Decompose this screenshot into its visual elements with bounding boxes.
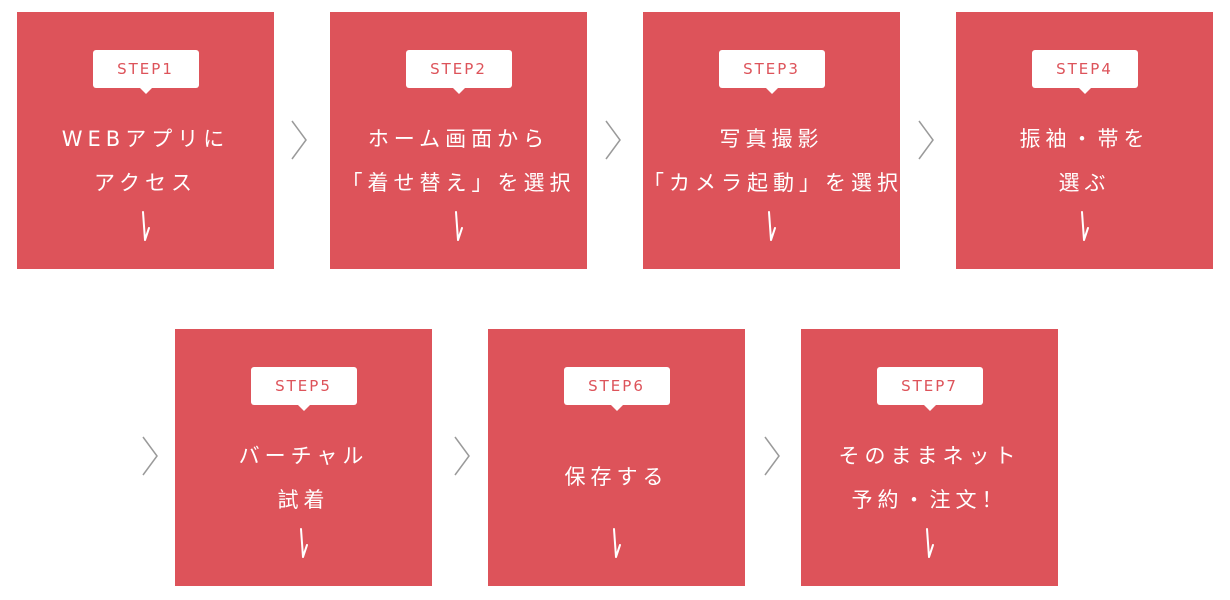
- step-text: 保存する: [488, 455, 745, 499]
- step-text-line: そのままネット: [838, 444, 1021, 468]
- step-text: そのままネット 予約・注文！: [801, 434, 1058, 522]
- step-badge: STEP7: [876, 367, 983, 405]
- step-badge: STEP1: [92, 50, 199, 88]
- down-arrow-icon: [454, 211, 463, 241]
- step-text-line: 写真撮影: [719, 127, 824, 151]
- down-arrow-icon: [1080, 211, 1089, 241]
- step-badge: STEP2: [405, 50, 512, 88]
- step-text-line: 保存する: [564, 465, 669, 489]
- step-card-3: STEP3 写真撮影 「カメラ起動」を選択: [643, 12, 900, 269]
- chevron-right-icon: [605, 120, 621, 160]
- chevron-right-icon: [454, 436, 470, 476]
- step-text: 振袖・帯を 選ぶ: [956, 117, 1213, 205]
- step-card-2: STEP2 ホーム画面から 「着せ替え」を選択: [330, 12, 587, 269]
- step-badge: STEP3: [718, 50, 825, 88]
- chevron-right-icon: [918, 120, 934, 160]
- step-badge: STEP6: [563, 367, 670, 405]
- chevron-right-icon: [291, 120, 307, 160]
- down-arrow-icon: [767, 211, 776, 241]
- step-card-1: STEP1 WEBアプリに アクセス: [17, 12, 274, 269]
- step-badge: STEP4: [1031, 50, 1138, 88]
- down-arrow-icon: [299, 528, 308, 558]
- chevron-right-icon: [764, 436, 780, 476]
- step-badge: STEP5: [250, 367, 357, 405]
- step-card-5: STEP5 バーチャル 試着: [175, 329, 432, 586]
- chevron-right-icon: [142, 436, 158, 476]
- step-text: 写真撮影 「カメラ起動」を選択: [643, 117, 900, 205]
- down-arrow-icon: [141, 211, 150, 241]
- step-card-6: STEP6 保存する: [488, 329, 745, 586]
- step-card-7: STEP7 そのままネット 予約・注文！: [801, 329, 1058, 586]
- step-text-line: 「カメラ起動」を選択: [643, 171, 903, 195]
- step-text-line: 「着せ替え」を選択: [341, 171, 576, 195]
- step-text-line: 振袖・帯を: [1019, 127, 1150, 151]
- step-text-line: WEBアプリに: [61, 127, 230, 151]
- step-text: WEBアプリに アクセス: [17, 117, 274, 205]
- step-text: ホーム画面から 「着せ替え」を選択: [330, 117, 587, 205]
- step-text: バーチャル 試着: [175, 434, 432, 522]
- step-text-line: 予約・注文！: [851, 488, 1008, 512]
- step-text-line: 選ぶ: [1058, 171, 1111, 195]
- step-card-4: STEP4 振袖・帯を 選ぶ: [956, 12, 1213, 269]
- down-arrow-icon: [925, 528, 934, 558]
- step-text-line: アクセス: [94, 171, 197, 195]
- step-text-line: バーチャル: [238, 444, 369, 468]
- step-text-line: 試着: [277, 488, 330, 512]
- down-arrow-icon: [612, 528, 621, 558]
- step-text-line: ホーム画面から: [367, 127, 550, 151]
